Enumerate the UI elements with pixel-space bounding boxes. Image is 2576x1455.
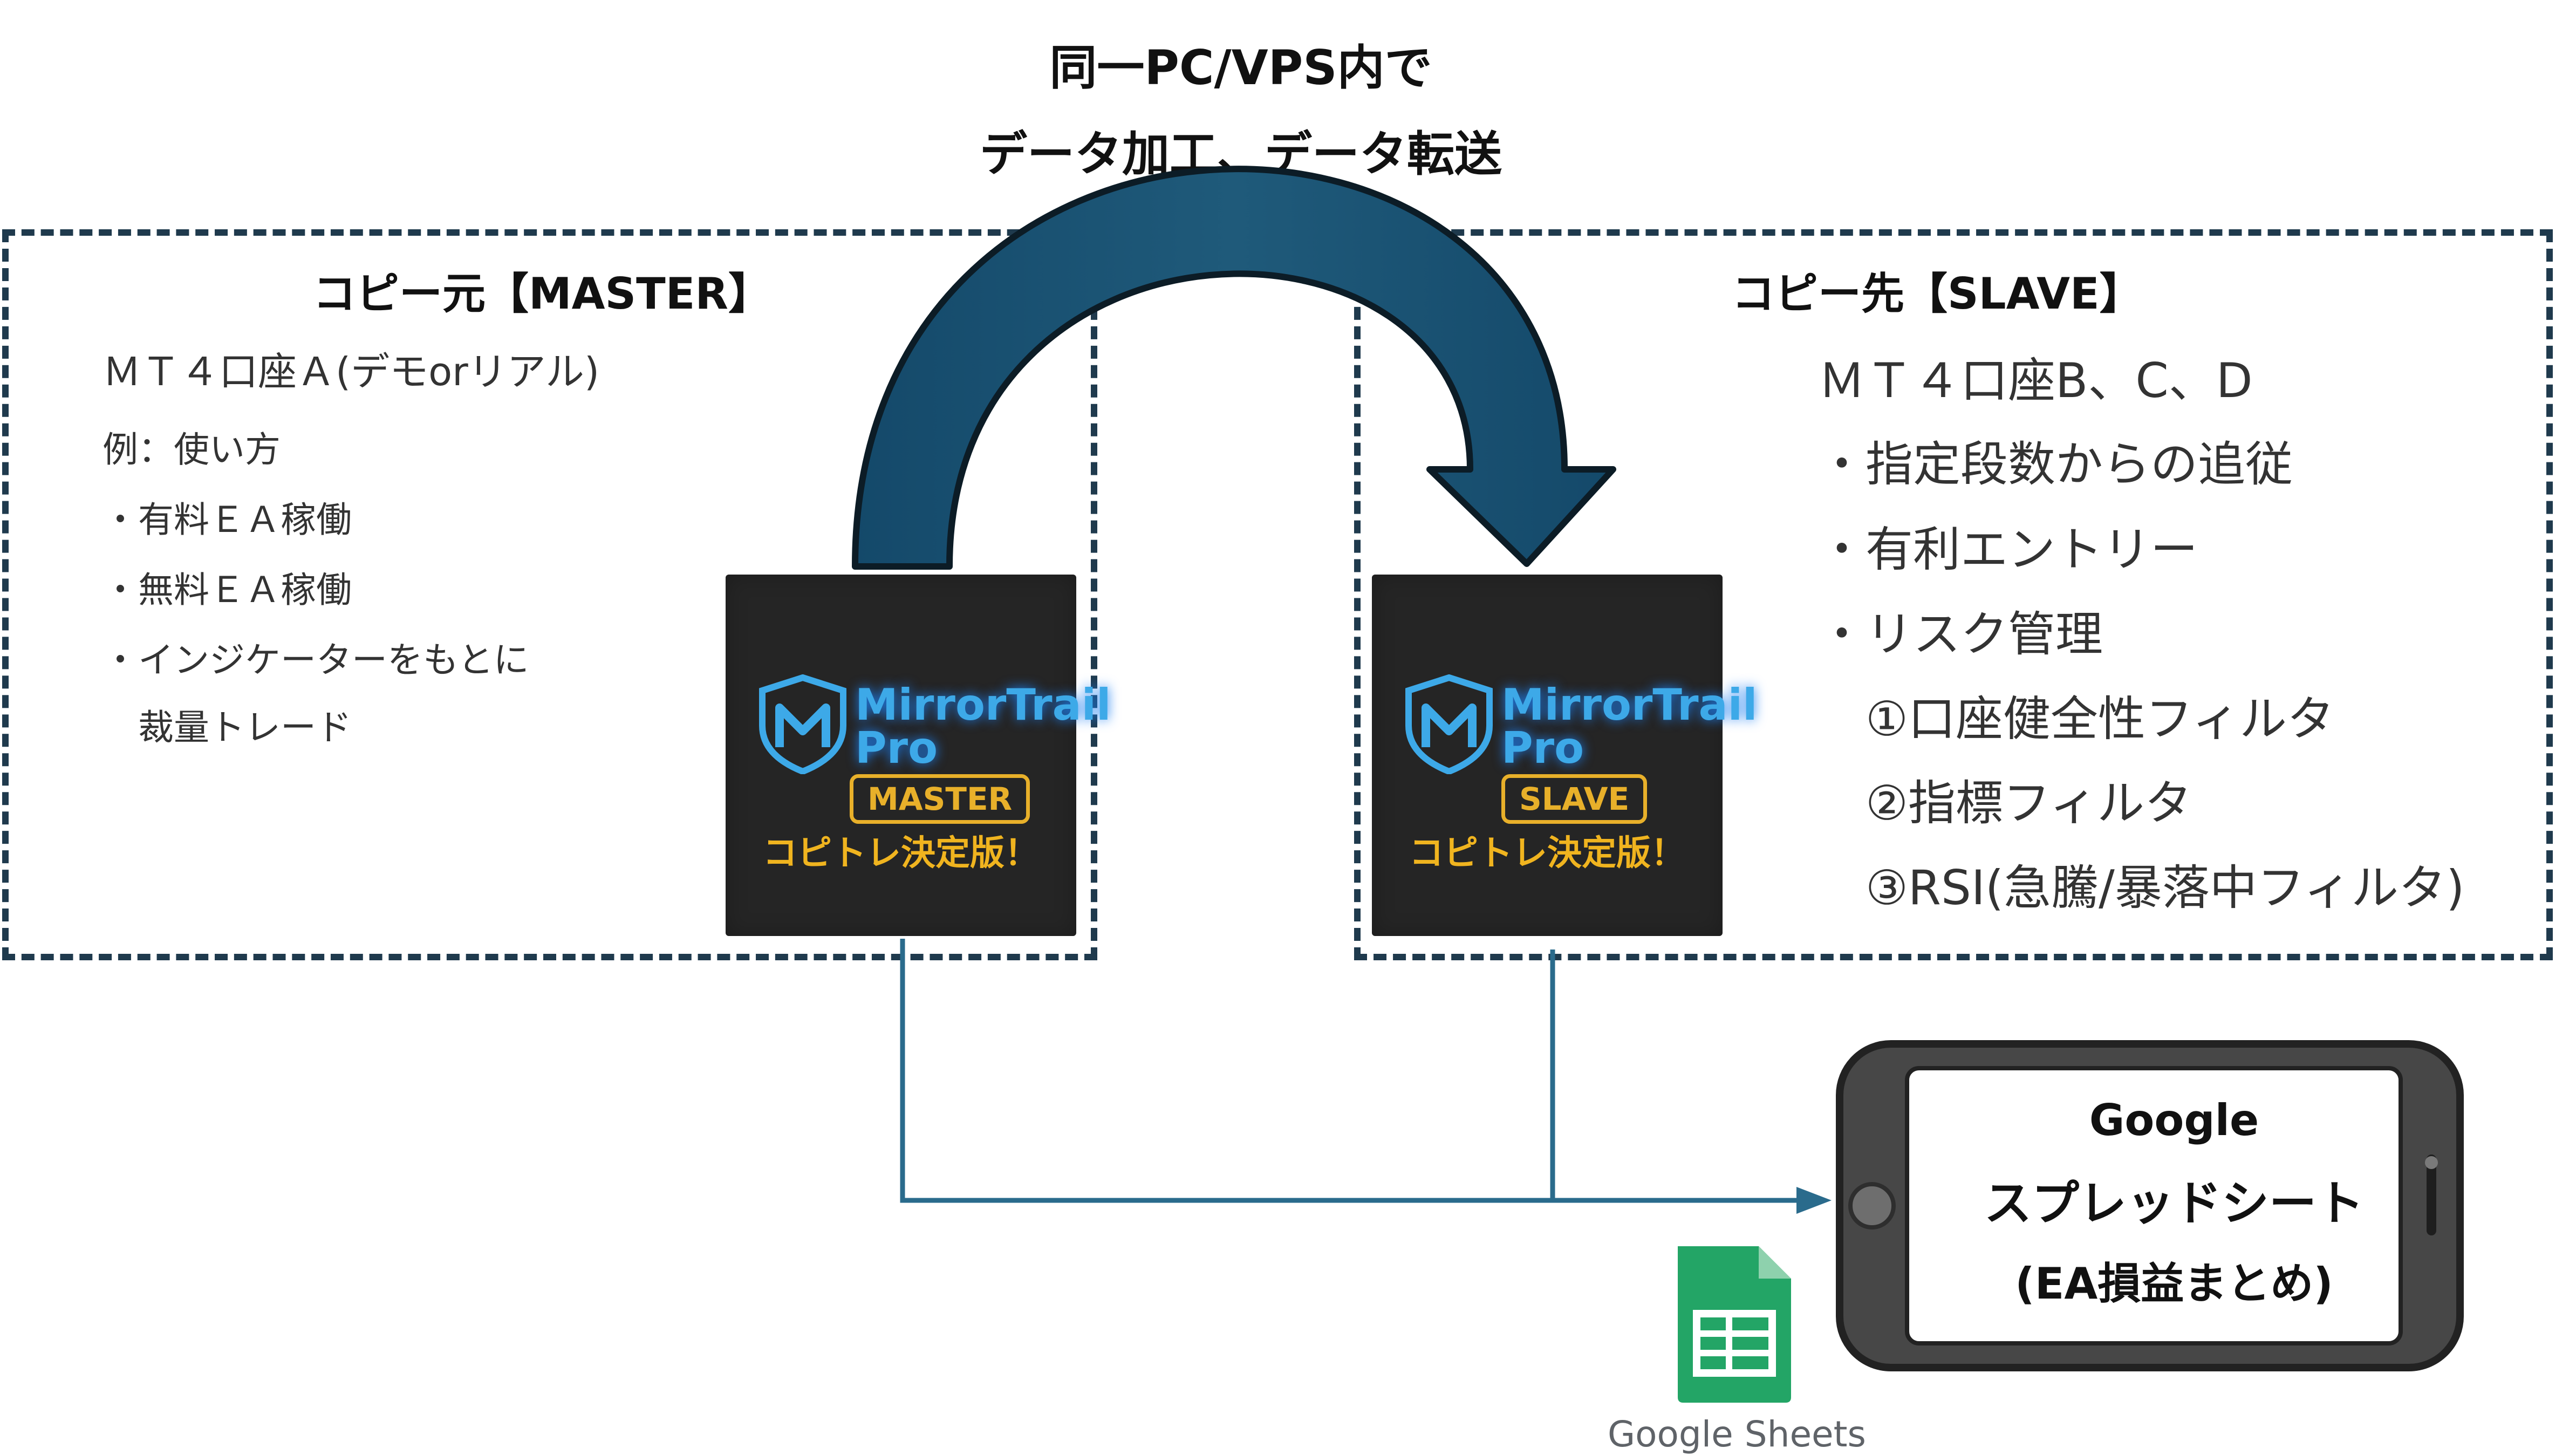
shield-logo-icon — [1405, 674, 1493, 774]
product-name-suffix: Pro — [855, 723, 938, 773]
slave-item: ・指定段数からの追従 — [1818, 436, 2293, 492]
master-product-tile: MirrorTrail Pro MASTER コピトレ決定版！ — [726, 575, 1111, 936]
product-name-suffix: Pro — [1501, 723, 1584, 773]
product-name: MirrorTrail — [1501, 680, 1758, 730]
master-item: 裁量トレード — [103, 707, 352, 748]
master-container — [2, 229, 1097, 960]
master-account: ＭＴ４口座Ａ(デモorリアル) — [103, 349, 600, 394]
master-item: ・無料ＥＡ稼働 — [103, 569, 352, 611]
master-item: ・有料ＥＡ稼働 — [103, 499, 352, 541]
slave-badge: SLAVE — [1501, 774, 1648, 824]
master-usage-label: 例：使い方 — [103, 429, 281, 470]
shield-logo-icon — [759, 674, 846, 774]
master-item: ・インジケーターをもとに — [103, 639, 529, 681]
slave-account: ＭＴ４口座B、C、D — [1818, 353, 2253, 408]
transfer-arrow — [852, 166, 1616, 570]
connector-arrowhead — [1796, 1187, 1832, 1214]
slave-product-tile: MirrorTrail Pro SLAVE コピトレ決定版！ — [1372, 575, 1757, 936]
master-title: コピー元【MASTER】 — [313, 269, 771, 319]
slave-item: ・リスク管理 — [1818, 606, 2103, 662]
slave-item: ②指標フィルタ — [1818, 775, 2192, 831]
caption-line-1: 同一PC/VPS内で — [1049, 40, 1432, 95]
phone-text-google: Google — [2089, 1095, 2259, 1145]
slave-title: コピー先【SLAVE】 — [1732, 269, 2143, 319]
slave-item: ①口座健全性フィルタ — [1818, 691, 2335, 747]
phone-text-spreadsheet: スプレッドシート — [1984, 1176, 2364, 1231]
phone-text-summary: (EA損益まとめ) — [2015, 1259, 2333, 1309]
slave-item: ③RSI(急騰/暴落中フィルタ) — [1818, 860, 2465, 916]
google-sheets-label: Google Sheets — [1608, 1413, 1866, 1455]
slave-item: ・有利エントリー — [1818, 522, 2198, 577]
master-badge: MASTER — [850, 774, 1030, 824]
google-sheets-icon — [1678, 1246, 1791, 1403]
smartphone — [1836, 1040, 2464, 1371]
product-name: MirrorTrail — [855, 680, 1111, 730]
product-tagline: コピトレ決定版！ — [763, 834, 1039, 873]
slave-container — [1354, 229, 2553, 960]
product-tagline: コピトレ決定版！ — [1409, 834, 1685, 873]
connector-master — [900, 939, 1796, 1203]
